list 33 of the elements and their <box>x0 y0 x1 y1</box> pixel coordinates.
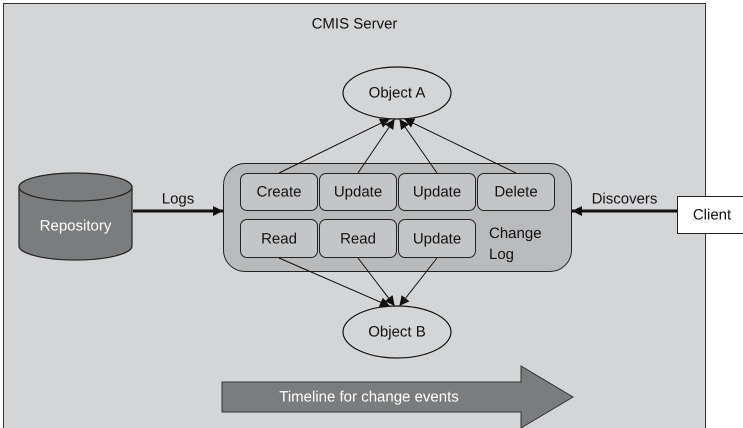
node-label: Read <box>340 230 376 247</box>
event-box <box>319 219 397 258</box>
repository-label: Repository <box>40 218 112 234</box>
event-box <box>398 173 476 211</box>
arrow <box>404 118 516 174</box>
arrow <box>278 258 390 307</box>
edge-label: Logs <box>160 190 196 208</box>
arrow <box>358 258 396 307</box>
node-label: Read <box>261 230 297 247</box>
event-box <box>319 173 397 211</box>
timeline-label: Timeline for change events <box>279 388 459 406</box>
arrow <box>398 118 438 174</box>
node-label: Create <box>256 184 302 200</box>
node-label: Object B <box>368 324 426 340</box>
event-box <box>240 173 318 211</box>
arrow <box>358 118 396 174</box>
node-label: Client <box>692 206 732 224</box>
node-label: Update <box>412 230 462 247</box>
change-log-container <box>223 163 572 272</box>
arrow <box>398 258 438 307</box>
arrow <box>572 206 677 216</box>
event-box <box>240 219 318 258</box>
arrow <box>278 118 390 174</box>
client-box <box>677 196 743 234</box>
node-label: Update <box>334 184 382 200</box>
node-label: Delete <box>494 184 538 200</box>
node-label: Object A <box>368 84 426 102</box>
event-box <box>398 219 476 258</box>
event-box <box>477 173 555 211</box>
node-label: Update <box>412 184 462 200</box>
change-log-label: Change Log <box>489 224 543 265</box>
server-title: CMIS Server <box>312 16 398 32</box>
arrow <box>133 206 223 216</box>
